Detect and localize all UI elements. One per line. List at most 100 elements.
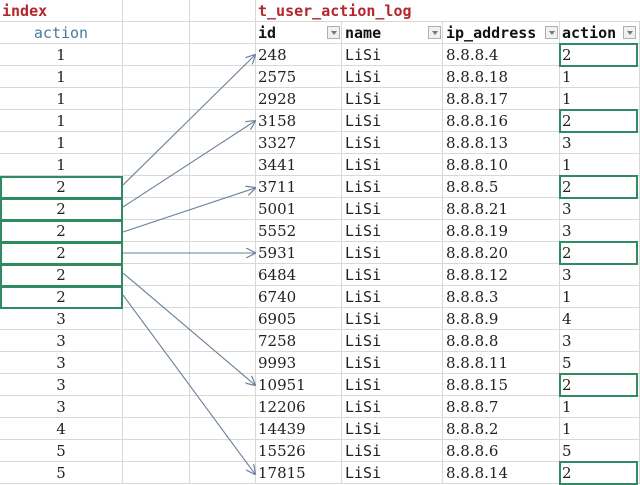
empty-cell[interactable] [123,88,190,110]
dropdown-filter-icon[interactable] [327,26,340,39]
index-action-cell[interactable]: 1 [0,110,123,132]
empty-cell[interactable] [190,440,256,462]
ip-cell[interactable]: 8.8.8.6 [443,440,560,462]
ip-cell[interactable]: 8.8.8.9 [443,308,560,330]
index-action-cell[interactable]: 3 [0,330,123,352]
id-cell[interactable]: 10951 [256,374,342,396]
empty-cell[interactable] [123,396,190,418]
ip-cell[interactable]: 8.8.8.2 [443,418,560,440]
index-action-cell[interactable]: 5 [0,440,123,462]
index-action-cell[interactable]: 1 [0,132,123,154]
name-cell[interactable]: LiSi [342,418,443,440]
empty-cell[interactable] [123,286,190,308]
index-action-cell[interactable]: 1 [0,154,123,176]
empty-cell[interactable] [123,0,190,22]
name-cell[interactable]: LiSi [342,44,443,66]
empty-cell[interactable] [190,330,256,352]
index-action-cell[interactable]: 1 [0,66,123,88]
name-cell[interactable]: LiSi [342,220,443,242]
id-cell[interactable]: 3158 [256,110,342,132]
ip-cell[interactable]: 8.8.8.10 [443,154,560,176]
ip-cell[interactable]: 8.8.8.8 [443,330,560,352]
name-cell[interactable]: LiSi [342,462,443,484]
id-cell[interactable]: 5931 [256,242,342,264]
index-action-cell[interactable]: 1 [0,44,123,66]
name-cell[interactable]: LiSi [342,154,443,176]
empty-cell[interactable] [190,154,256,176]
id-cell[interactable]: 5552 [256,220,342,242]
name-cell[interactable]: LiSi [342,396,443,418]
header-name[interactable]: name [342,22,443,44]
ip-cell[interactable]: 8.8.8.18 [443,66,560,88]
dropdown-filter-icon[interactable] [545,26,558,39]
empty-cell[interactable] [190,0,256,22]
ip-cell[interactable]: 8.8.8.17 [443,88,560,110]
name-cell[interactable]: LiSi [342,66,443,88]
empty-cell[interactable] [123,198,190,220]
empty-cell[interactable] [123,220,190,242]
index-action-header[interactable]: action [0,22,123,44]
empty-cell[interactable] [190,352,256,374]
empty-cell[interactable] [123,264,190,286]
empty-cell[interactable] [123,66,190,88]
header-ip-address[interactable]: ip_address [443,22,560,44]
id-cell[interactable]: 3711 [256,176,342,198]
empty-cell[interactable] [123,418,190,440]
empty-cell[interactable] [123,44,190,66]
id-cell[interactable]: 6484 [256,264,342,286]
index-action-cell[interactable]: 3 [0,396,123,418]
dropdown-filter-icon[interactable] [623,26,636,39]
empty-cell[interactable] [123,308,190,330]
id-cell[interactable]: 15526 [256,440,342,462]
empty-cell[interactable] [123,462,190,484]
empty-cell[interactable] [190,308,256,330]
index-action-cell[interactable]: 5 [0,462,123,484]
empty-cell[interactable] [123,440,190,462]
ip-cell[interactable]: 8.8.8.19 [443,220,560,242]
empty-cell[interactable] [190,88,256,110]
id-cell[interactable]: 7258 [256,330,342,352]
empty-cell[interactable] [190,22,256,44]
name-cell[interactable]: LiSi [342,264,443,286]
name-cell[interactable]: LiSi [342,286,443,308]
index-table-title[interactable]: index [0,0,123,22]
name-cell[interactable]: LiSi [342,132,443,154]
empty-cell[interactable] [123,22,190,44]
id-cell[interactable]: 14439 [256,418,342,440]
id-cell[interactable]: 3327 [256,132,342,154]
header-id[interactable]: id [256,22,342,44]
empty-cell[interactable] [123,176,190,198]
empty-cell[interactable] [190,66,256,88]
id-cell[interactable]: 9993 [256,352,342,374]
index-action-cell[interactable]: 3 [0,374,123,396]
ip-cell[interactable]: 8.8.8.12 [443,264,560,286]
index-action-cell[interactable]: 1 [0,88,123,110]
id-cell[interactable]: 3441 [256,154,342,176]
id-cell[interactable]: 248 [256,44,342,66]
id-cell[interactable]: 12206 [256,396,342,418]
name-cell[interactable]: LiSi [342,352,443,374]
empty-cell[interactable] [190,220,256,242]
empty-cell[interactable] [123,352,190,374]
id-cell[interactable]: 5001 [256,198,342,220]
header-action[interactable]: action [560,22,640,44]
empty-cell[interactable] [123,132,190,154]
ip-cell[interactable]: 8.8.8.3 [443,286,560,308]
name-cell[interactable]: LiSi [342,308,443,330]
log-table-title[interactable]: t_user_action_log [258,2,412,20]
ip-cell[interactable]: 8.8.8.13 [443,132,560,154]
name-cell[interactable]: LiSi [342,242,443,264]
id-cell[interactable]: 6740 [256,286,342,308]
index-action-cell[interactable]: 4 [0,418,123,440]
id-cell[interactable]: 2928 [256,88,342,110]
name-cell[interactable]: LiSi [342,440,443,462]
name-cell[interactable]: LiSi [342,176,443,198]
ip-cell[interactable]: 8.8.8.21 [443,198,560,220]
empty-cell[interactable] [190,198,256,220]
index-action-cell[interactable]: 3 [0,352,123,374]
name-cell[interactable]: LiSi [342,330,443,352]
empty-cell[interactable] [190,418,256,440]
name-cell[interactable]: LiSi [342,88,443,110]
name-cell[interactable]: LiSi [342,198,443,220]
empty-cell[interactable] [123,330,190,352]
